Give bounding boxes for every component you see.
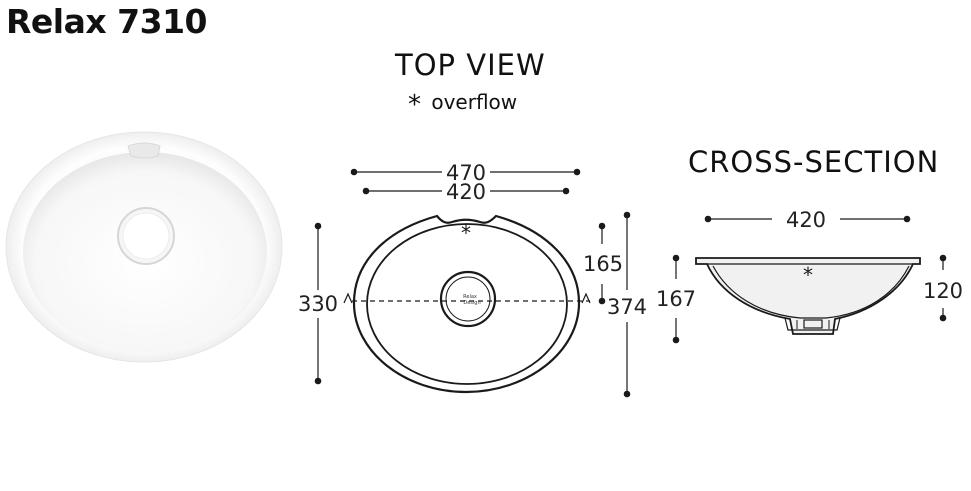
svg-text:Design: Design: [463, 300, 480, 306]
top-view-title: TOP VIEW: [395, 48, 546, 82]
basin-photo: [5, 131, 283, 363]
photo-overflow-icon: [127, 142, 161, 159]
product-title: Relax 7310: [6, 2, 208, 41]
overflow-legend: * overflow: [408, 86, 518, 120]
cross-section-drawing: [672, 215, 947, 344]
overflow-label: overflow: [431, 90, 518, 114]
dim-outer-width: 470: [446, 161, 486, 185]
drain-logo: Relax: [463, 294, 477, 300]
dim-section-width: 420: [786, 208, 826, 232]
dim-bowl-depth: 120: [923, 279, 963, 303]
dim-outer-length: 374: [607, 295, 647, 319]
dim-inner-width: 420: [446, 180, 486, 204]
top-view-drawing: [314, 168, 631, 398]
dim-inner-length: 330: [298, 292, 338, 316]
top-view-overflow-asterisk: *: [461, 221, 471, 245]
dim-total-height: 167: [656, 287, 696, 311]
cross-section-title: CROSS-SECTION: [688, 145, 940, 179]
cross-section-overflow-asterisk: *: [803, 263, 813, 287]
overflow-asterisk: *: [408, 90, 421, 120]
dim-overflow-to-center: 165: [583, 252, 623, 276]
